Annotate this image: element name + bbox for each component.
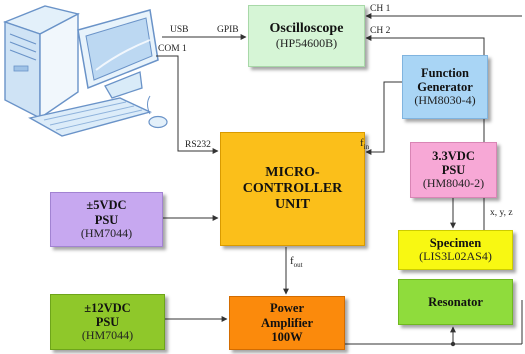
- power-amp-title-2: Amplifier: [260, 315, 314, 330]
- oscilloscope-title: Oscilloscope: [269, 21, 344, 37]
- resonator-title: Resonator: [428, 294, 483, 309]
- power-amplifier-block: Power Amplifier 100W: [229, 296, 345, 350]
- ch1-label: CH 1: [370, 4, 391, 14]
- psu-5v-model: (HM7044): [80, 225, 133, 240]
- specimen-model: (LIS3L02AS4): [419, 249, 492, 264]
- microcontroller-block: MICRO- CONTROLLER UNIT: [220, 132, 365, 246]
- rs232-label: RS232: [185, 140, 211, 150]
- mcu-title-3: UNIT: [274, 197, 310, 213]
- fout-main: f: [290, 255, 294, 267]
- fin-main: f: [360, 137, 364, 149]
- psu-5v-title-2: PSU: [94, 212, 119, 227]
- psu-3v3-title-2: PSU: [441, 163, 466, 178]
- function-generator-title-1: Function: [421, 65, 469, 80]
- desktop-computer-icon: [2, 5, 168, 137]
- psu-3v3-title-1: 3.3VDC: [432, 148, 475, 163]
- fout-sub: out: [293, 261, 303, 270]
- psu-12v-block: ±12VDC PSU (HM7044): [50, 294, 165, 350]
- fin-label: fin: [360, 137, 369, 151]
- fout-label: fout: [290, 255, 303, 269]
- com1-label: COM 1: [158, 44, 187, 54]
- function-generator-block: Function Generator (HM8030-4): [402, 55, 488, 119]
- psu-5v-block: ±5VDC PSU (HM7044): [50, 192, 163, 247]
- specimen-block: Specimen (LIS3L02AS4): [398, 230, 513, 270]
- mcu-title-2: CONTROLLER: [242, 180, 343, 196]
- xyz-label: x, y, z: [490, 208, 513, 218]
- psu-3v3-model: (HM8040-2): [422, 176, 485, 191]
- psu-12v-title-2: PSU: [95, 315, 120, 330]
- psu-5v-title-1: ±5VDC: [86, 198, 127, 213]
- gpib-label: GPIB: [217, 25, 239, 35]
- usb-label: USB: [170, 25, 189, 35]
- resonator-block: Resonator: [398, 279, 513, 325]
- oscilloscope-block: Oscilloscope (HP54600B): [248, 5, 365, 67]
- power-amp-title-1: Power: [269, 301, 304, 316]
- mcu-title-1: MICRO-: [265, 164, 320, 180]
- power-amp-title-3: 100W: [271, 330, 303, 345]
- function-generator-title-2: Generator: [417, 80, 473, 95]
- ch2-label: CH 2: [370, 26, 391, 36]
- oscilloscope-model: (HP54600B): [275, 36, 338, 51]
- fin-sub: in: [363, 143, 370, 152]
- psu-3v3-block: 3.3VDC PSU (HM8040-2): [410, 142, 497, 198]
- specimen-title: Specimen: [429, 235, 482, 250]
- function-generator-model: (HM8030-4): [414, 93, 476, 108]
- psu-12v-title-1: ±12VDC: [84, 300, 131, 315]
- psu-12v-model: (HM7044): [81, 328, 134, 343]
